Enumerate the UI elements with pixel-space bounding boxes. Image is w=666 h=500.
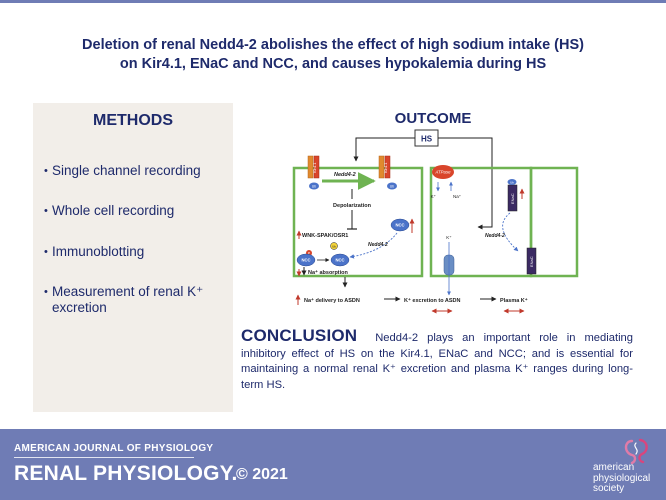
k-ion-label: K⁺ [431, 194, 437, 199]
journal-name-line2: RENAL PHYSIOLOGY. [14, 462, 238, 485]
ub-badge: Ub [507, 179, 517, 185]
ub-badge: Ub [309, 182, 319, 190]
method-item-label: Immunoblotting [52, 244, 145, 259]
ncc-transporter: NCC [296, 253, 316, 267]
outcome-heading: OUTCOME [394, 110, 472, 127]
mechanism-diagram: HS Kir4.1 Kir4.1 Nedd4-2 Ub Ub Depolariz… [292, 127, 592, 321]
title-line-1: Deletion of renal Nedd4-2 abolishes the … [82, 37, 584, 53]
bullet-icon: • [44, 205, 48, 217]
svg-text:Ub: Ub [312, 185, 317, 189]
nedd42-label: Nedd4-2 [334, 172, 356, 178]
wnk-label: WNK-SPAK/OSR1 [302, 233, 348, 239]
cnt-cell-apical [529, 166, 579, 278]
method-item-label: Measurement of renal K⁺ excretion [52, 284, 204, 315]
dct-cell [292, 166, 424, 278]
endocytosis-path [502, 212, 519, 252]
na-absorption-label: Na⁺ absorption [308, 269, 349, 276]
bullet-icon: • [44, 165, 48, 177]
svg-text:NCC: NCC [335, 258, 344, 263]
society-name: american physiological society [593, 462, 651, 494]
atpase-pump: ATPase [432, 165, 454, 179]
hs-arrow-right [438, 137, 493, 230]
conclusion-block: CONCLUSION Nedd4-2 plays an important ro… [241, 326, 633, 393]
svg-text:Ub: Ub [332, 245, 336, 249]
nedd42-label: Nedd4-2 [485, 233, 505, 239]
method-item: • Whole cell recording [44, 203, 232, 219]
ub-marker: Ub [330, 242, 338, 250]
nedd42-label: Nedd4-2 [368, 242, 388, 248]
ncc-transporter: NCC [390, 218, 410, 232]
hs-label: HS [421, 135, 433, 144]
svg-text:Kir4.1: Kir4.1 [312, 162, 317, 173]
hs-arrow-left [353, 137, 415, 162]
method-item-label: Whole cell recording [52, 203, 175, 218]
title-line-2: on Kir4.1, ENaC and NCC, and causes hypo… [119, 56, 547, 72]
method-item: • Immunoblotting [44, 244, 232, 260]
ub-badge: Ub [387, 182, 397, 190]
enac-channel: ENaC [526, 247, 537, 275]
kir41-channel: Kir4.1 [378, 155, 391, 179]
endocytosis-path [349, 232, 398, 259]
top-rule [0, 0, 666, 3]
svg-text:ATPase: ATPase [435, 170, 452, 175]
svg-text:ENaC: ENaC [510, 193, 515, 204]
depolarization-label: Depolarization [333, 203, 372, 209]
journal-footer: AMERICAN JOURNAL OF PHYSIOLOGY RENAL PHY… [0, 429, 666, 500]
methods-panel: METHODS • Single channel recording • Who… [33, 103, 233, 412]
aps-logo-icon [624, 438, 648, 465]
ncc-transporter: NCC [330, 253, 350, 267]
journal-name-line1: AMERICAN JOURNAL OF PHYSIOLOGY [14, 443, 214, 454]
bullet-icon: • [44, 286, 48, 298]
bullet-icon: • [44, 246, 48, 258]
page-title: Deletion of renal Nedd4-2 abolishes the … [20, 36, 646, 74]
method-item: • Single channel recording [44, 163, 232, 179]
svg-text:ENaC: ENaC [529, 256, 534, 267]
method-item: • Measurement of renal K⁺ excretion [44, 284, 224, 316]
methods-heading: METHODS [93, 112, 173, 129]
kir41-channel: Kir4.1 [307, 155, 320, 179]
k-excretion-label: K⁺ excretion to ASDN [404, 297, 461, 304]
k-ion-label: K⁺ [446, 235, 452, 240]
plasma-k-label: Plasma K⁺ [500, 297, 528, 304]
na-delivery-label: Na⁺ delivery to ASDN [304, 297, 360, 304]
copyright: © 2021 [236, 466, 288, 483]
svg-text:Kir4.1: Kir4.1 [383, 162, 388, 173]
na-ion-label: Na⁺ [453, 194, 462, 199]
svg-text:Ub: Ub [390, 185, 395, 189]
svg-text:NCC: NCC [301, 258, 310, 263]
diagram-background [292, 127, 592, 321]
conclusion-text: Nedd4-2 plays an important role in media… [241, 332, 633, 391]
svg-text:P: P [308, 252, 311, 256]
enac-channel: ENaC [507, 184, 518, 212]
svg-text:Ub: Ub [510, 180, 514, 184]
journal-divider [14, 457, 194, 458]
svg-text:NCC: NCC [395, 223, 404, 228]
conclusion-heading: CONCLUSION [241, 326, 358, 345]
method-item-label: Single channel recording [52, 163, 201, 178]
